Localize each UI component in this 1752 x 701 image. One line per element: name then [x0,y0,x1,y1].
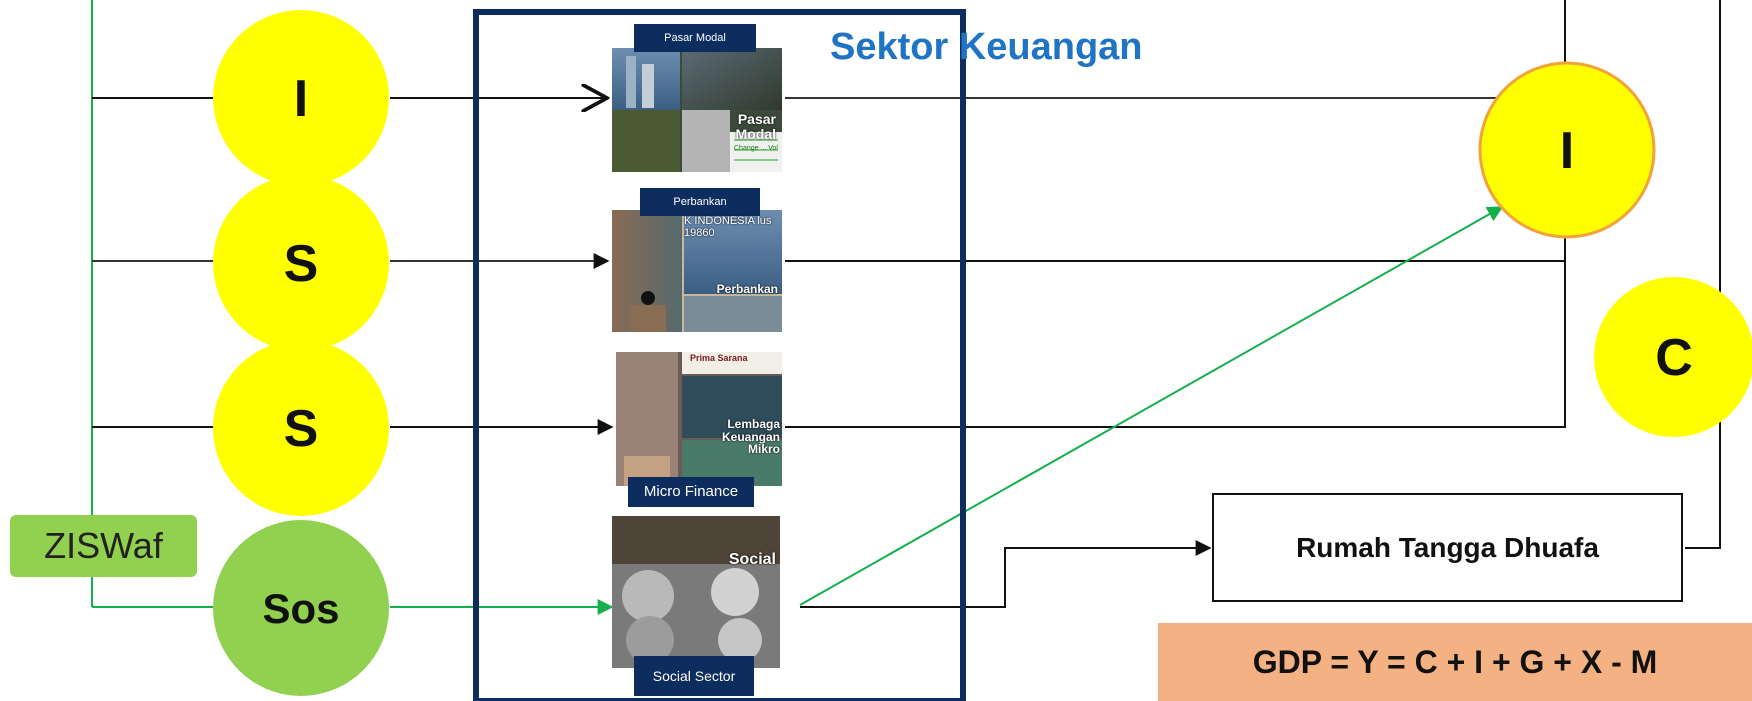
panel-social-sector [612,516,780,668]
circle-savings-2: S [213,340,389,516]
panel-capital-market [612,48,782,172]
tag-micro-finance: Micro Finance [628,477,754,507]
inflow-arrows [390,98,614,615]
svg-text:I: I [1560,122,1574,180]
arrow-social-to-investment [799,206,1504,606]
svg-text:S: S [284,400,319,458]
circle-social: Sos [213,520,389,696]
gdp-formula: GDP = Y = C + I + G + X - M [1158,623,1752,701]
svg-text:Sos: Sos [262,585,339,632]
tag-social-sector: Social Sector [634,656,754,696]
sign-microfinance: Prima Sarana [690,353,748,363]
diagram-title: Sektor Keuangan [830,26,1143,68]
panel-banking [612,210,782,332]
ziswaf-badge: ZISWaf [10,515,197,577]
tag-perbankan: Perbankan [640,188,760,216]
left-source-lines [92,97,215,428]
circle-investment-right: I [1478,61,1656,239]
ziswaf-feed-lines [91,0,215,608]
note-capital-market: Change ... Vol [734,145,778,152]
sign-banking: K INDONESIA lus 19860 [684,215,772,239]
circle-savings-1: S [213,175,389,351]
financial-sector-frame [473,9,966,701]
svg-text:I: I [294,70,308,128]
household-box: Rumah Tangga Dhuafa [1212,493,1683,602]
circle-consumption: C [1594,277,1752,437]
panel-microfinance [616,352,782,486]
caption-social: Social [728,551,776,568]
caption-perbankan: Perbankan [716,282,778,296]
circle-investment: I [213,10,389,186]
caption-microfinance: Lembaga Keuangan Mikro [721,417,780,457]
svg-text:C: C [1655,329,1693,387]
tag-pasar-modal: Pasar Modal [634,24,756,52]
svg-text:S: S [284,235,319,293]
caption-pasar-modal: Pasar Modal [735,111,776,142]
